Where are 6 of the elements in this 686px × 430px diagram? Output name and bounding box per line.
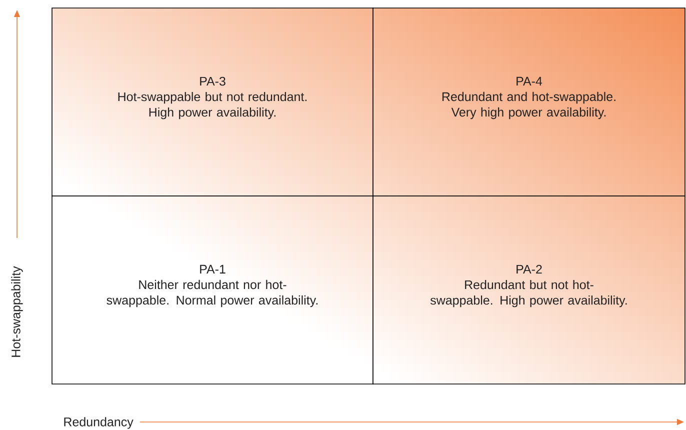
quadrant-cell: PA-1 Neither redundant nor hot-swappable. Normal power availability.	[52, 196, 374, 384]
axis-label: Redundancy	[64, 417, 134, 429]
axis-label: Hot-swappability	[11, 266, 23, 357]
quadrant-cell: PA-3 Hot-swappable but not redundant. High power availability.	[52, 8, 374, 196]
quadrant-cell: PA-4 Redundant and hot-swappable. Very high power availability.	[372, 8, 686, 196]
quadrant-cell: PA-2 Redundant but not hot-swappable. High power availability.	[372, 196, 686, 384]
